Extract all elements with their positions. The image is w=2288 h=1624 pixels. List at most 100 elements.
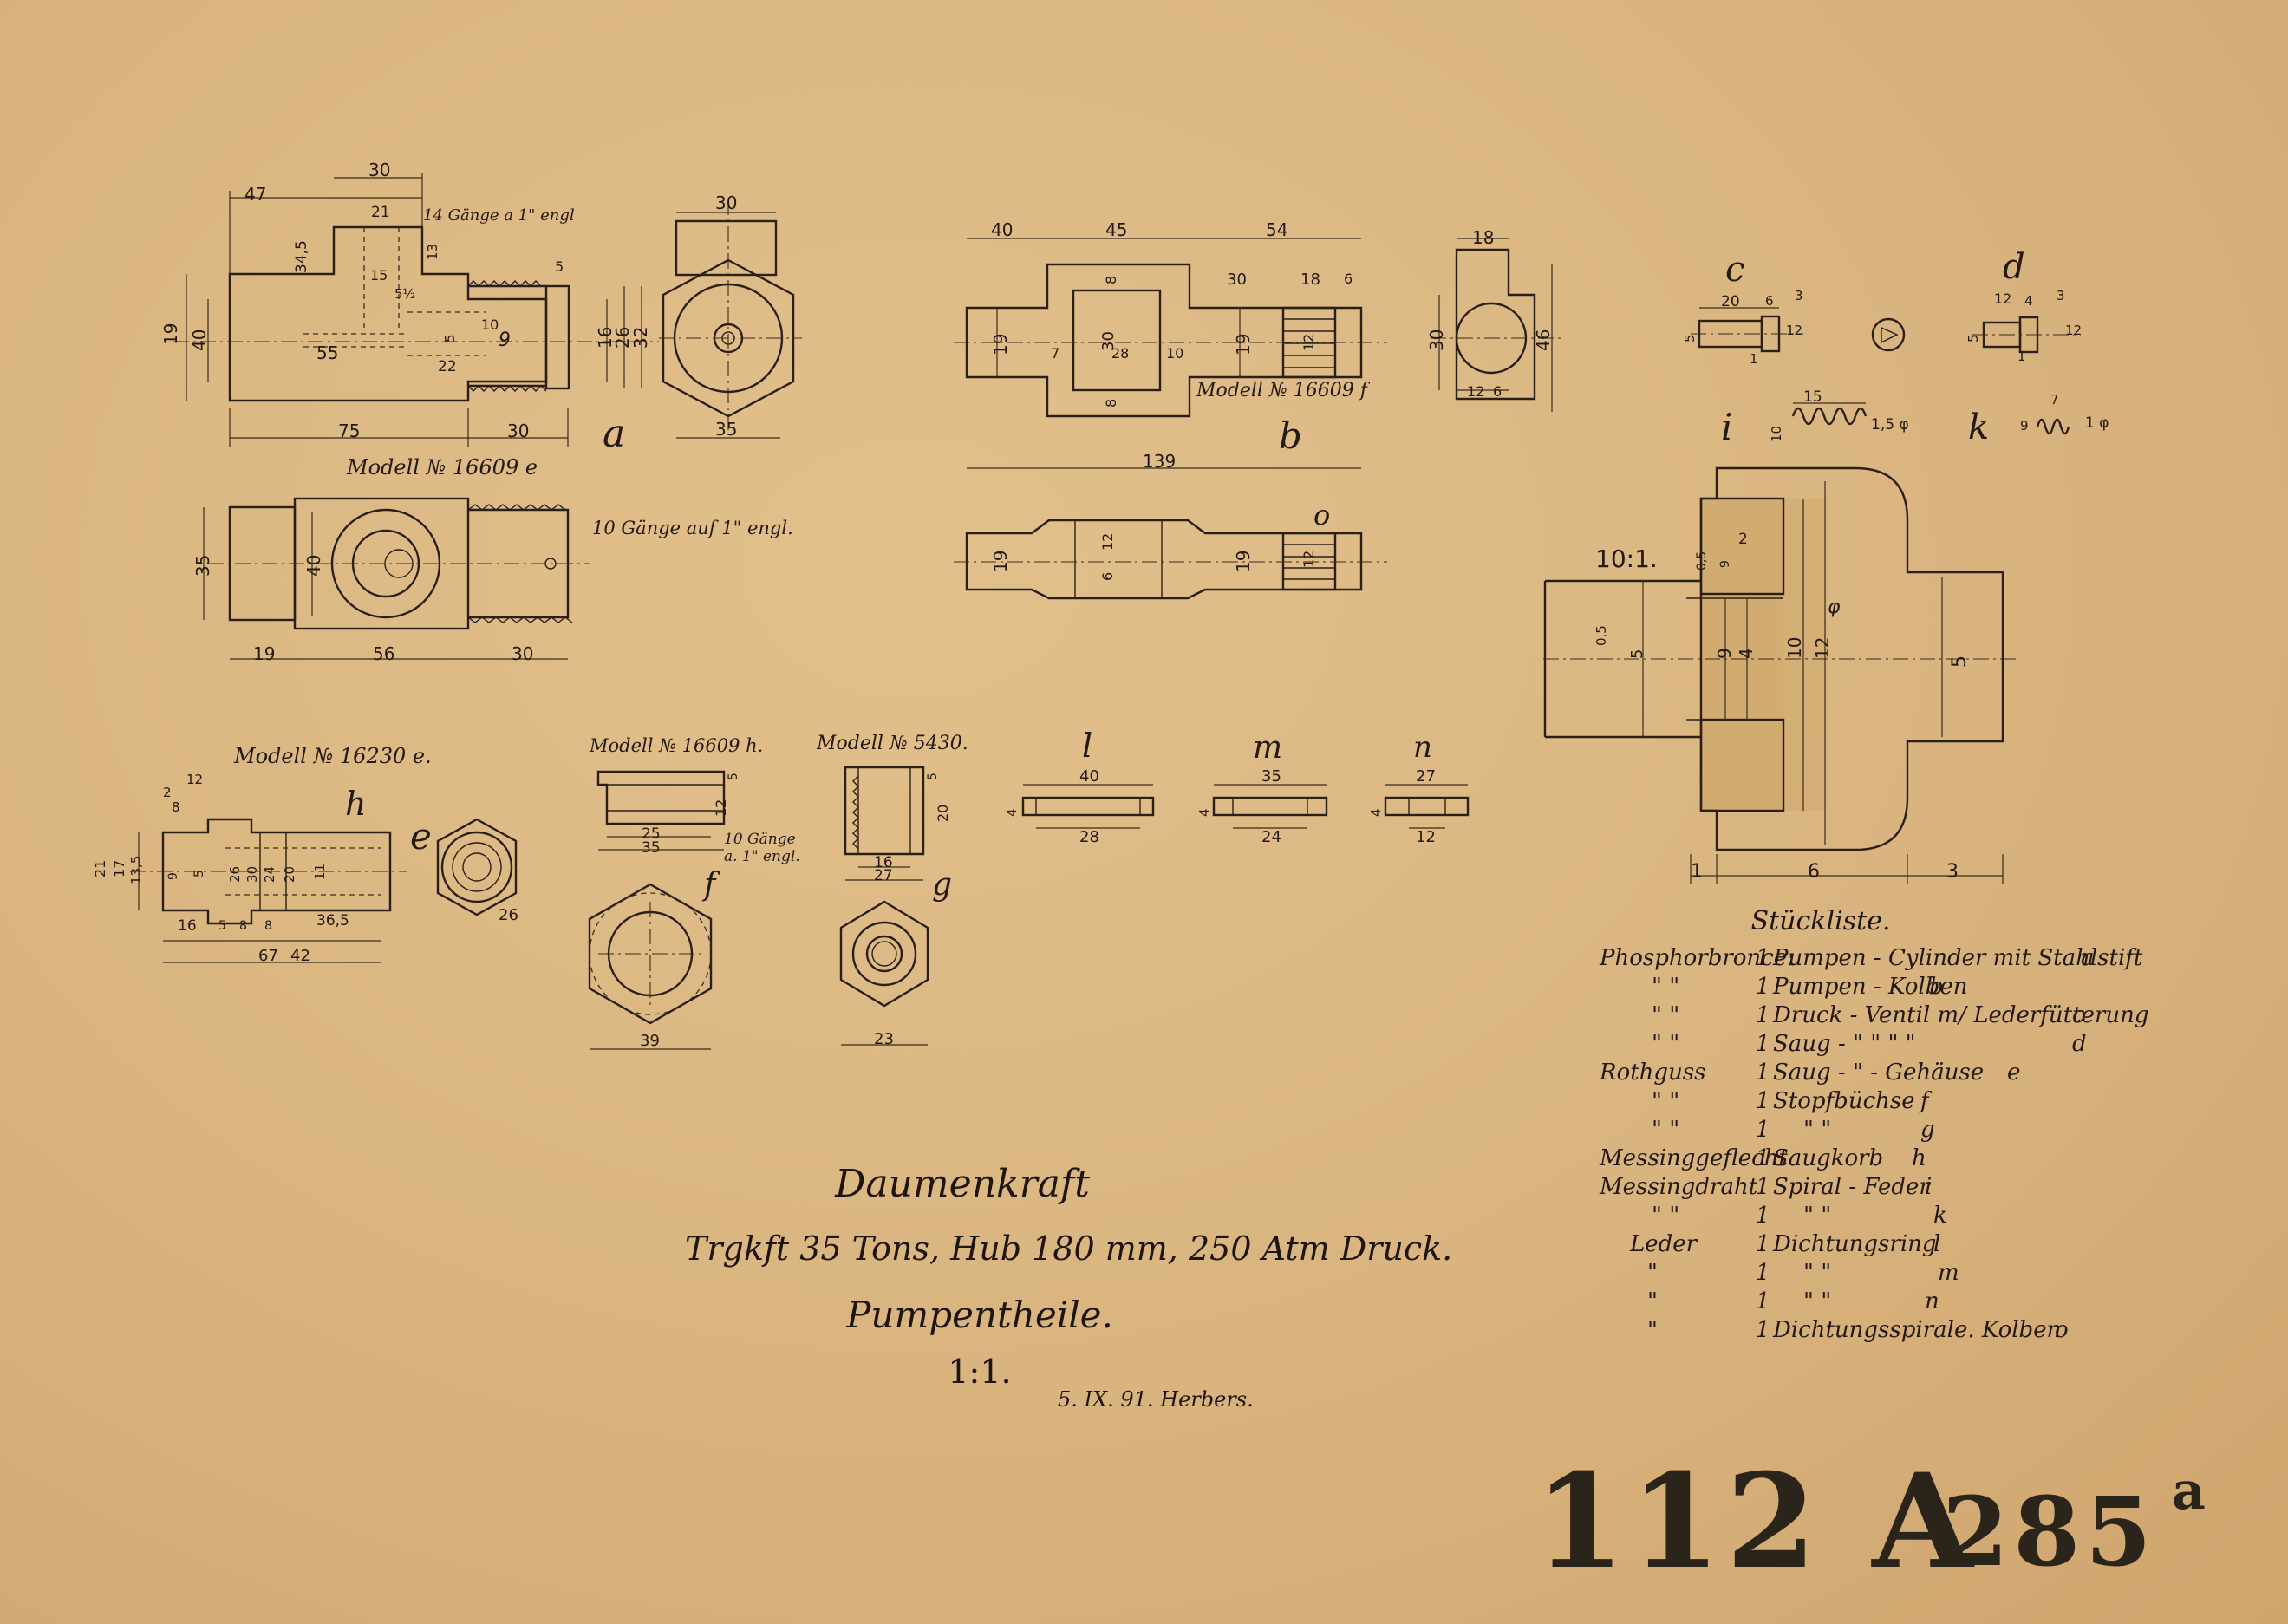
dim: 34,5 [293,240,310,273]
dim: 10 [481,316,499,333]
dim: 23 [874,1030,894,1048]
dim: 35 [715,419,738,440]
dim: 1,5 φ [1871,416,1909,434]
dim: 42 [290,947,310,965]
dim: 9 [2020,418,2029,434]
label-n: n [1413,730,1432,765]
dim: 10 [1166,345,1184,362]
dim: 0,5 [1695,551,1709,571]
dim: 27 [1416,767,1436,786]
dim: φ [1828,597,1841,618]
dim: 15 [1803,388,1822,406]
title-line-2: Trgkft 35 Tons, Hub 180 mm, 250 Atm Druc… [685,1229,1453,1268]
dim: 7 [2050,392,2059,408]
dim: 19 [1233,333,1254,355]
dim: 9 [499,329,511,351]
dim: 8 [1103,398,1119,408]
part-valve-end-view [1871,317,1906,352]
dim: 12 [2065,323,2083,338]
dim: 30 [244,865,260,883]
dim: 21 [371,204,390,221]
dim: 26 [499,906,518,924]
dim: 12 [1099,532,1116,551]
dim: 7 [1051,345,1060,362]
dim: 16 [178,917,197,935]
label-m: m [1253,730,1283,766]
stamp-main: 112 A [1535,1445,1978,1598]
dim: 2 [163,785,172,800]
part-i-spring [1791,402,1868,426]
model-5430: Modell № 5430. [817,733,968,754]
dim: 27 [874,867,893,884]
dim: 30 [507,421,530,441]
dim: 10 [1784,636,1805,659]
dim: 12 [1812,636,1833,659]
dim: 39 [640,1032,660,1050]
signature: 5. IX. 91. Herbers. [1058,1387,1254,1412]
dim: 25 [642,825,661,843]
label-f: f [704,867,716,903]
dim: 8 [172,799,180,815]
model-16609-f: Modell № 16609 f [1196,380,1367,401]
part-h-end-view [436,818,518,916]
dim: 12 [713,799,729,817]
dim: 46 [1533,329,1554,351]
dim: 5 [1682,334,1698,342]
part-d-view [1972,316,2081,354]
model-16230-e: Modell № 16230 e. [234,744,432,768]
dim: 30 [512,643,534,664]
dim: 20 [1721,293,1740,310]
dim: 24 [262,865,277,883]
note-threads-10: 10 Gänge auf 1" engl. [592,518,793,538]
label-c: c [1725,250,1745,290]
dim: 28 [1079,828,1099,846]
part-k-spring [2036,418,2070,435]
model-16609-e: Modell № 16609 e [347,455,538,479]
dim: 35 [642,839,661,857]
dim: 1 [1750,351,1758,367]
title-line-1: Daumenkraft [835,1162,1090,1206]
dim: 40 [303,554,324,577]
dim: 9 [1718,560,1732,568]
dim: 6 [1808,861,1820,883]
part-c-view [1691,307,1803,353]
label-d: d [2003,247,2025,287]
dim: 1 [1691,861,1703,883]
dim: 30 [1426,329,1447,351]
dim: 5 [727,773,740,780]
dim: 20 [282,865,297,883]
dim: 28 [1111,345,1130,362]
dim: 4 [2024,293,2033,309]
dim: 5½ [394,286,416,302]
dim: 4 [1736,648,1757,659]
dim: 56 [373,643,395,664]
dim: 1 φ [2085,414,2109,432]
stamp-number: 285 [1942,1476,2157,1588]
dim: 4 [1004,808,1020,817]
part-l-ring [1021,784,1155,829]
part-a-end-view [659,199,802,439]
dim: 6 [1765,293,1774,309]
dim: 6 [1493,383,1503,400]
dim: 19 [160,323,181,345]
dim: 12 [1300,550,1317,568]
dim: 32 [630,326,651,349]
dim: 18 [1300,271,1320,289]
dim: 4 [1196,808,1212,817]
dim: 6 [1344,271,1353,287]
dim: 40 [189,329,210,351]
dim: 15 [370,267,388,284]
stamp-suffix: a [2172,1461,2211,1522]
dim: 9 [1714,648,1735,659]
parts-list-heading: Stückliste. [1750,906,1891,936]
dim: 1 [2017,349,2026,364]
part-b-front-view [954,238,1387,469]
dim: 19 [990,333,1011,355]
part-m-ring [1212,784,1328,829]
dim: 35 [1261,767,1281,786]
part-f-section [596,770,726,851]
dim: 21 [92,859,108,877]
dim: 6 [1099,571,1116,581]
dim: 8 [239,919,247,933]
